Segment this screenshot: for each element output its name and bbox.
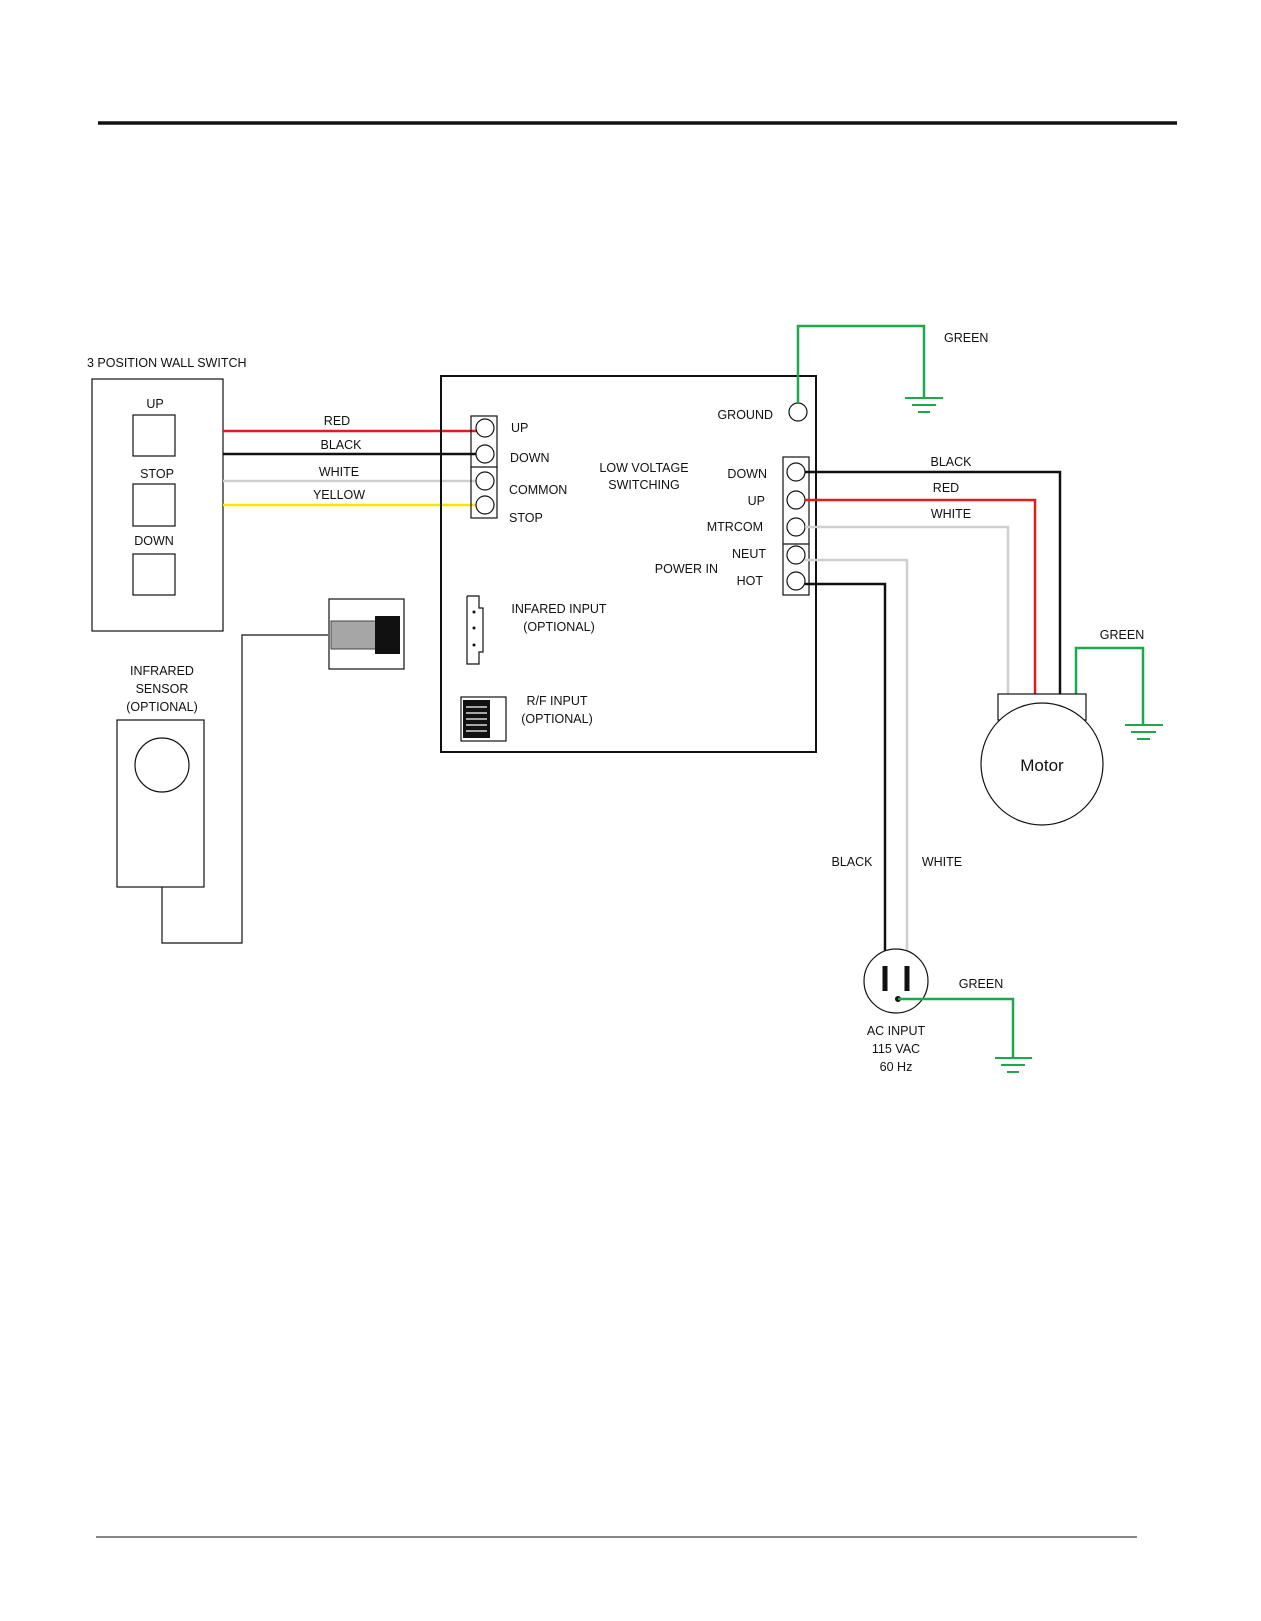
ac-input-label-2: 115 VAC — [872, 1042, 920, 1056]
terminal-stop-label: STOP — [509, 511, 543, 525]
infrared-sensor-label-2: SENSOR — [136, 682, 189, 696]
infrared-sensor-label-3: (OPTIONAL) — [126, 700, 198, 714]
infrared-input-label-2: (OPTIONAL) — [523, 620, 595, 634]
ac-input-label-1: AC INPUT — [867, 1024, 926, 1038]
top-ground: GREEN — [798, 326, 988, 412]
switch-black-wire-label: BLACK — [321, 438, 363, 452]
motor-label: Motor — [1020, 756, 1064, 775]
rf-input-label-2: (OPTIONAL) — [521, 712, 593, 726]
ac-input: BLACK WHITE GREEN AC INPUT 115 VAC 60 Hz — [805, 560, 1032, 1074]
controller-box: UP DOWN COMMON STOP LOW VOLTAGE SWITCHIN… — [441, 376, 816, 752]
terminal-motor-up — [787, 491, 805, 509]
terminal-common-label: COMMON — [509, 483, 567, 497]
ac-green-wire-label: GREEN — [959, 977, 1003, 991]
switch-up-button — [133, 415, 175, 456]
power-in-label: POWER IN — [655, 562, 718, 576]
terminal-down-label: DOWN — [510, 451, 550, 465]
ground-terminal — [789, 403, 807, 421]
ac-white-wire-label: WHITE — [922, 855, 962, 869]
switch-stop-label: STOP — [140, 467, 174, 481]
terminal-mtrcom-label: MTRCOM — [707, 520, 763, 534]
terminal-up — [476, 419, 494, 437]
wall-switch: 3 POSITION WALL SWITCH UP STOP DOWN — [87, 356, 247, 631]
terminal-hot-label: HOT — [737, 574, 764, 588]
infrared-sensor-body — [117, 720, 204, 887]
connector-pin — [473, 611, 476, 614]
switch-up-label: UP — [146, 397, 163, 411]
infrared-sensor-label-1: INFRARED — [130, 664, 194, 678]
terminal-down — [476, 445, 494, 463]
terminal-neut-label: NEUT — [732, 547, 766, 561]
ac-input-label-3: 60 Hz — [880, 1060, 913, 1074]
infrared-input-connector — [467, 596, 483, 664]
ground-label: GROUND — [717, 408, 773, 422]
switch-down-label: DOWN — [134, 534, 174, 548]
top-ground-label: GREEN — [944, 331, 988, 345]
switch-down-button — [133, 554, 175, 595]
motor-red-wire-label: RED — [933, 481, 959, 495]
motor-green-wire-label: GREEN — [1100, 628, 1144, 642]
infrared-sensor-lens — [135, 738, 189, 792]
terminal-motor-down-label: DOWN — [727, 467, 767, 481]
terminal-motor-up-label: UP — [748, 494, 765, 508]
motor: Motor — [981, 694, 1103, 825]
switch-red-wire-label: RED — [324, 414, 350, 428]
motor-white-wire-label: WHITE — [931, 507, 971, 521]
switch-white-wire-label: WHITE — [319, 465, 359, 479]
wall-switch-title: 3 POSITION WALL SWITCH — [87, 356, 247, 370]
terminal-mtrcom — [787, 518, 805, 536]
terminal-motor-down — [787, 463, 805, 481]
terminal-neut — [787, 546, 805, 564]
ac-outlet — [864, 949, 928, 1013]
infrared-plug-cable — [331, 621, 379, 649]
switch-stop-button — [133, 484, 175, 526]
terminal-hot — [787, 572, 805, 590]
motor-red-wire — [805, 500, 1035, 694]
connector-pin — [473, 644, 476, 647]
infrared-input-label-1: INFARED INPUT — [511, 602, 607, 616]
switch-yellow-wire-label: YELLOW — [313, 488, 365, 502]
rf-input-label-1: R/F INPUT — [526, 694, 587, 708]
infrared-plug-head — [375, 616, 400, 654]
terminal-up-label: UP — [511, 421, 528, 435]
connector-pin — [473, 627, 476, 630]
motor-wires: BLACK RED WHITE GREEN — [805, 455, 1163, 739]
wall-switch-plate — [92, 379, 223, 631]
ac-white-wire — [805, 560, 907, 988]
switch-wires: RED BLACK WHITE YELLOW — [223, 414, 488, 505]
terminal-stop — [476, 496, 494, 514]
ac-black-wire-label: BLACK — [832, 855, 874, 869]
infrared-sensor: INFRARED SENSOR (OPTIONAL) — [117, 599, 404, 943]
motor-black-wire-label: BLACK — [931, 455, 973, 469]
low-voltage-title-2: SWITCHING — [608, 478, 680, 492]
low-voltage-title-1: LOW VOLTAGE — [599, 461, 688, 475]
terminal-common — [476, 472, 494, 490]
